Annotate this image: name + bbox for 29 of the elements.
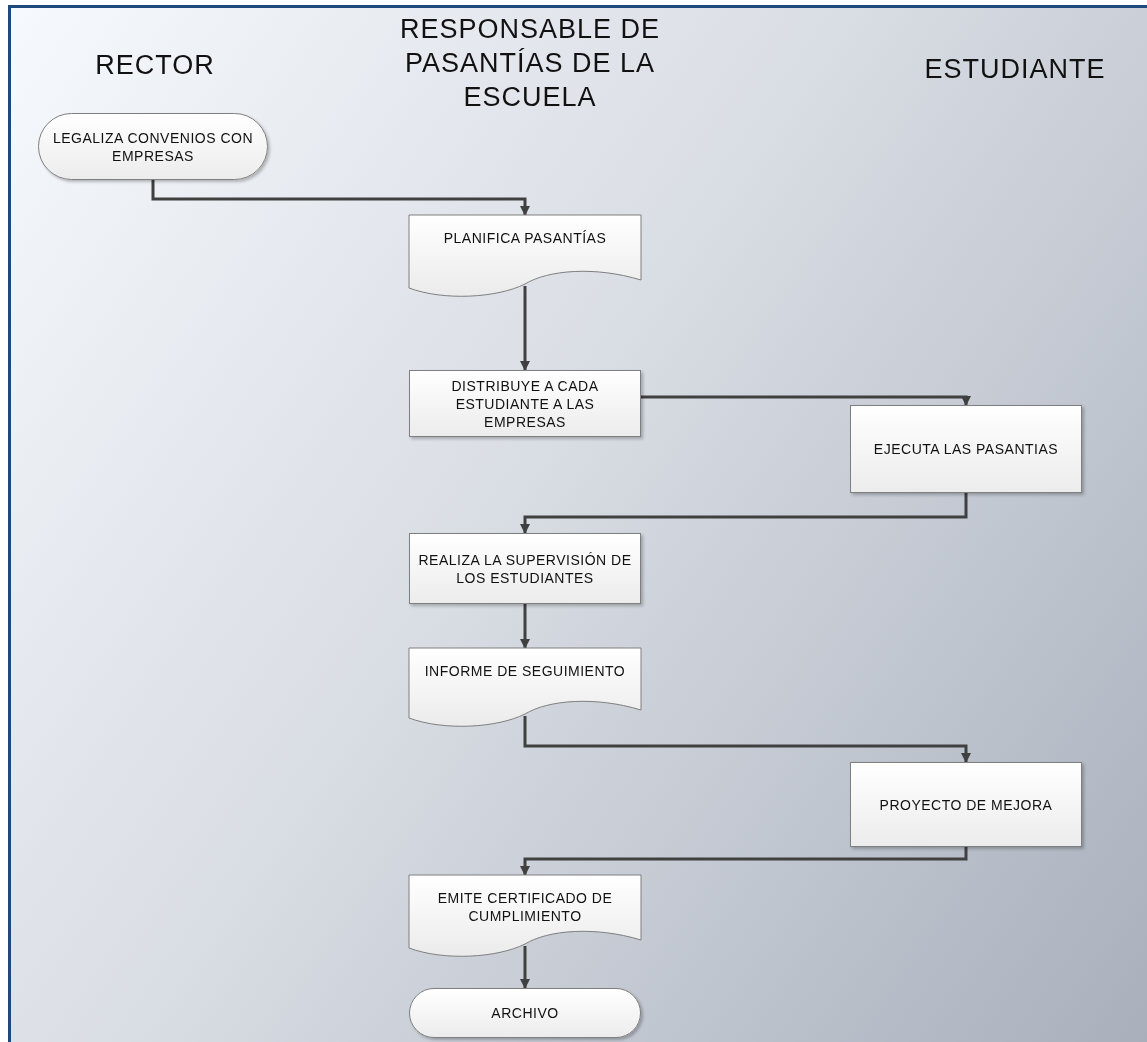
flow-arrow: [151, 180, 530, 216]
step-label: DISTRIBUYE A CADA ESTUDIANTE A LAS EMPRESAS: [450, 376, 600, 431]
lane-header: RESPONSABLE DE PASANTÍAS DE LA ESCUELA: [398, 13, 662, 114]
step-label: INFORME DE SEGUIMIENTO: [424, 662, 626, 680]
step-label: PROYECTO DE MEJORA: [879, 795, 1053, 814]
flow-arrow: [520, 847, 968, 876]
flow-arrow: [520, 286, 530, 371]
step-label: LEGALIZA CONVENIOS CON EMPRESAS: [51, 128, 255, 165]
document-shape: [409, 875, 641, 960]
flow-arrow: [520, 604, 530, 649]
lane-header: RECTOR: [94, 49, 216, 82]
process-box: [850, 762, 1082, 847]
terminator-shape: [409, 988, 641, 1038]
process-box: [409, 370, 641, 437]
process-box: [409, 533, 641, 604]
process-box: [850, 405, 1082, 493]
step-label: EJECUTA LAS PASANTIAS: [873, 440, 1059, 458]
flow-arrow: [523, 716, 971, 763]
step-label: ARCHIVO: [491, 1004, 559, 1022]
step-label: REALIZA LA SUPERVISIÓN DE LOS ESTUDIANTES: [418, 550, 632, 587]
step-label: EMITE CERTIFICADO DE CUMPLIMIENTO: [436, 889, 614, 925]
flow-arrow: [520, 493, 968, 534]
document-shape: [409, 215, 641, 300]
flow-arrow: [641, 395, 971, 406]
lane-header: ESTUDIANTE: [923, 53, 1107, 86]
step-label: PLANIFICA PASANTÍAS: [443, 229, 607, 247]
flow-arrow: [520, 946, 530, 989]
document-shape: [409, 648, 641, 730]
terminator-shape: [38, 113, 268, 180]
